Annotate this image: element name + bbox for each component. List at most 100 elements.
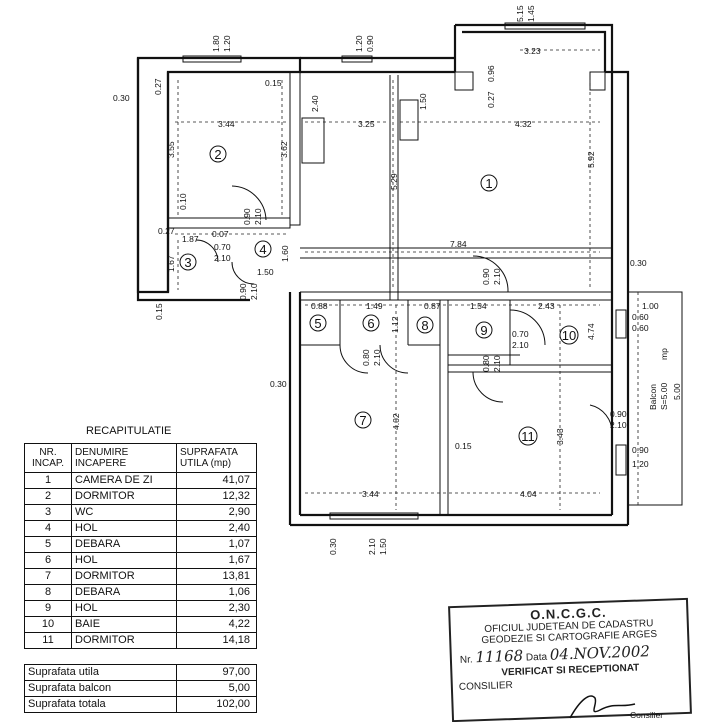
row-area: 14,18 — [176, 632, 257, 649]
dim-text: 0.80 — [361, 349, 371, 366]
dim-text: 7.84 — [450, 239, 467, 249]
row-nr: 3 — [24, 504, 72, 521]
dim-text: 5.29 — [389, 173, 399, 190]
dim-text: 0.30 — [630, 258, 647, 268]
row-nr: 11 — [24, 632, 72, 649]
row-nr: 6 — [24, 552, 72, 569]
row-nr: 9 — [24, 600, 72, 617]
dim-text: 0.90 — [610, 409, 627, 419]
row-nr: 10 — [24, 616, 72, 633]
dim-text: 3.44 — [218, 119, 235, 129]
header-name: DENUMIRE INCAPERE — [71, 443, 177, 473]
dim-text: 0.70 — [512, 329, 529, 339]
dim-text: 3.23 — [524, 46, 541, 56]
dim-text: 4.02 — [391, 413, 401, 430]
dim-text: 0.87 — [424, 301, 441, 311]
dim-text: 0.88 — [311, 301, 328, 311]
dim-text: 3.43 — [555, 428, 565, 445]
dim-text: 1.54 — [470, 301, 487, 311]
total-label: Suprafata utila — [24, 664, 177, 681]
dim-text: 1.60 — [280, 245, 290, 262]
walls — [136, 22, 630, 527]
dim-text: 4.32 — [515, 119, 532, 129]
row-nr: 1 — [24, 472, 72, 489]
dim-text: 2.10 — [253, 208, 263, 225]
dim-text: 0.96 — [486, 65, 496, 82]
dim-text: 0.27 — [158, 226, 175, 236]
row-nr: 8 — [24, 584, 72, 601]
dim-text: 0.70 — [214, 242, 231, 252]
recap-header-row: NR. INCAP. DENUMIRE INCAPERE SUPRAFATA U… — [24, 443, 257, 473]
dim-text: 1.49 — [366, 301, 383, 311]
dim-text: 1.50 — [257, 267, 274, 277]
total-value: 102,00 — [176, 696, 257, 713]
row-name: HOL — [71, 600, 177, 617]
dim-text: 0.90 — [632, 445, 649, 455]
row-name: DORMITOR — [71, 568, 177, 585]
room-label-6: 6 — [367, 316, 374, 331]
row-nr: 5 — [24, 536, 72, 553]
row-name: DEBARA — [71, 584, 177, 601]
dim-text: 0.27 — [153, 78, 163, 95]
row-name: CAMERA DE ZI — [71, 472, 177, 489]
room-label-4: 4 — [259, 242, 266, 257]
dim-text: 3.55 — [166, 141, 176, 158]
row-area: 1,06 — [176, 584, 257, 601]
dim-text: 0.90 — [481, 268, 491, 285]
room-label-11: 11 — [521, 429, 535, 444]
dim-text: 0.30 — [270, 379, 287, 389]
dim-text: 2.10 — [367, 538, 377, 555]
dim-text: 1.50 — [378, 538, 388, 555]
signature: Consilier — [569, 695, 663, 720]
room-label-8: 8 — [421, 318, 428, 333]
dim-text: 2.43 — [538, 301, 555, 311]
dim-text: 2.40 — [310, 95, 320, 112]
dim-text: 0.15 — [154, 303, 164, 320]
row-name: HOL — [71, 520, 177, 537]
row-name: DORMITOR — [71, 632, 177, 649]
dim-text: 5.92 — [586, 151, 596, 168]
dim-text: 0.80 — [481, 355, 491, 372]
dim-text: 0.90 — [365, 35, 375, 52]
row-name: WC — [71, 504, 177, 521]
row-area: 4,22 — [176, 616, 257, 633]
stamp-date-value: 04.NOV.2002 — [549, 642, 651, 664]
row-nr: 2 — [24, 488, 72, 505]
dim-text: 2.10 — [214, 253, 231, 263]
balcony — [628, 291, 683, 506]
total-value: 5,00 — [176, 680, 257, 697]
row-area: 41,07 — [176, 472, 257, 489]
dim-text: 3.62 — [279, 141, 289, 158]
dim-text: 3.44 — [362, 489, 379, 499]
row-name: DEBARA — [71, 536, 177, 553]
dim-text: 0.30 — [113, 93, 130, 103]
dim-text: 4.74 — [586, 323, 596, 340]
dim-text: 0.15 — [455, 441, 472, 451]
dim-text: 1.67 — [166, 255, 176, 272]
dim-text: mp — [659, 348, 669, 360]
door-swings — [195, 185, 613, 434]
dim-text: 1.50 — [418, 93, 428, 110]
stamp-nr-value: 11168 — [475, 646, 524, 667]
row-nr: 4 — [24, 520, 72, 537]
room-label-2: 2 — [214, 147, 221, 162]
dim-text: 2.10 — [610, 420, 627, 430]
row-name: BAIE — [71, 616, 177, 633]
dim-text: 1.20 — [354, 35, 364, 52]
room-label-3: 3 — [184, 255, 191, 270]
total-value: 97,00 — [176, 664, 257, 681]
dim-text: 2.10 — [492, 268, 502, 285]
dim-text: 1.80 — [211, 35, 221, 52]
dim-text: 0.60 — [632, 323, 649, 333]
